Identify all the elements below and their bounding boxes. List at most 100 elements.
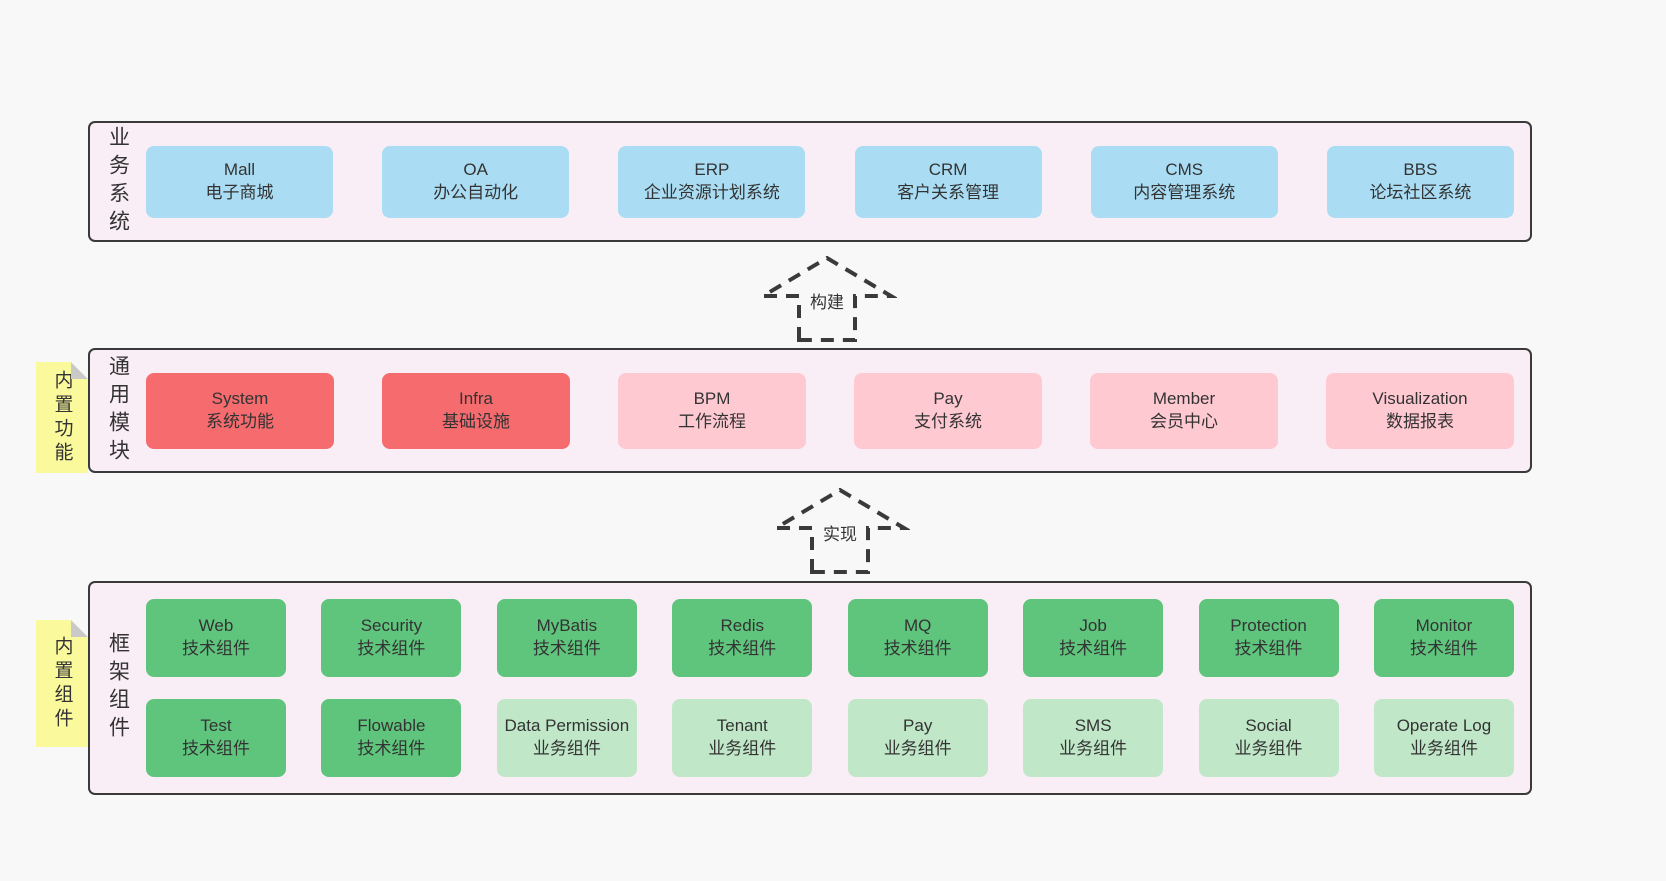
section-label-text: 通用模块 [106, 354, 130, 467]
module-box-system: System 系统功能 [146, 372, 334, 449]
arrow-label-implement: 实现 [820, 518, 860, 547]
module-name-en: CMS [1165, 159, 1204, 179]
module-name-zh: 业务组件 [883, 739, 952, 758]
module-name-zh: 办公自动化 [433, 182, 519, 202]
module-box-data-permission: Data Permission 业务组件 [496, 699, 637, 777]
module-name-en: Infra [458, 388, 494, 408]
module-name-en: BBS [1403, 159, 1438, 179]
module-name-en: Visualization [1372, 388, 1468, 408]
module-box-flowable: Flowable 技术组件 [321, 699, 462, 777]
module-name-en: MyBatis [536, 616, 598, 636]
module-name-zh: 技术组件 [1409, 639, 1478, 658]
module-name-en: OA [463, 159, 488, 179]
module-name-zh: 技术组件 [883, 639, 952, 658]
module-box-pay: Pay 支付系统 [854, 372, 1042, 449]
module-name-zh: 技术组件 [357, 639, 426, 658]
module-name-en: Security [360, 616, 423, 636]
sticky-note-text: 内置组件 [51, 635, 73, 732]
module-box-crm: CRM 客户关系管理 [854, 145, 1042, 218]
module-name-en: Monitor [1415, 616, 1473, 636]
arrow-up-implement: 实现 [770, 488, 910, 574]
section-label-text: 业务系统 [106, 125, 130, 238]
module-name-zh: 客户关系管理 [897, 182, 1000, 202]
module-name-en: Social [1245, 716, 1292, 736]
module-name-zh: 电子商城 [205, 182, 274, 202]
module-name-en: Protection [1230, 616, 1307, 636]
module-name-zh: 论坛社区系统 [1369, 182, 1472, 202]
module-name-en: Member [1152, 388, 1216, 408]
module-box-tenant: Tenant 业务组件 [672, 699, 813, 777]
module-name-en: Redis [720, 616, 764, 636]
module-name-zh: 工作流程 [678, 411, 746, 431]
module-box-erp: ERP 企业资源计划系统 [618, 145, 806, 218]
module-name-en: Data Permission [504, 716, 630, 736]
module-name-en: Pay [903, 716, 933, 736]
module-name-zh: 技术组件 [357, 739, 426, 758]
sticky-note-built-in-features: 内置功能 [36, 362, 88, 473]
module-name-zh: 业务组件 [532, 739, 601, 758]
module-name-en: ERP [694, 159, 730, 179]
module-name-en: MQ [903, 616, 932, 636]
section-label-business-systems: 业务系统 [90, 123, 146, 240]
module-name-en: Test [200, 716, 232, 736]
folded-corner-icon [71, 620, 88, 637]
module-box-infra: Infra 基础设施 [382, 372, 570, 449]
module-name-zh: 技术组件 [182, 739, 250, 758]
dashed-up-arrow-icon [770, 488, 910, 574]
sticky-note-built-in-components: 内置组件 [36, 620, 88, 747]
module-box-mq: MQ 技术组件 [847, 599, 988, 677]
module-row: System 系统功能 Infra 基础设施 BPM 工作流程 Pay 支付系统 Member 会… [146, 372, 1514, 449]
module-name-zh: 业务组件 [708, 739, 777, 758]
module-box-test: Test 技术组件 [146, 699, 286, 777]
module-name-zh: 系统功能 [206, 411, 274, 431]
module-name-zh: 内容管理系统 [1133, 182, 1236, 202]
module-box-cms: CMS 内容管理系统 [1090, 145, 1278, 218]
module-box-visualization: Visualization 数据报表 [1326, 372, 1514, 449]
module-name-zh: 技术组件 [532, 639, 601, 658]
module-box-pay: Pay 业务组件 [847, 699, 988, 777]
module-name-zh: 技术组件 [1234, 639, 1303, 658]
module-name-zh: 支付系统 [914, 411, 982, 431]
module-name-zh: 基础设施 [442, 411, 510, 431]
arrow-label-build: 构建 [807, 286, 847, 315]
module-box-monitor: Monitor 技术组件 [1373, 599, 1514, 677]
module-box-protection: Protection 技术组件 [1198, 599, 1339, 677]
module-name-zh: 数据报表 [1386, 411, 1454, 431]
module-name-en: Web [198, 616, 234, 636]
module-box-security: Security 技术组件 [321, 599, 462, 677]
module-name-en: SMS [1074, 716, 1112, 736]
sticky-note-text: 内置功能 [51, 369, 73, 466]
module-box-oa: OA 办公自动化 [382, 145, 570, 218]
module-name-en: Pay [933, 388, 963, 408]
module-name-en: Flowable [357, 716, 426, 736]
module-name-en: CRM [928, 159, 968, 179]
section-common-modules: 通用模块 System 系统功能 Infra 基础设施 BPM 工作流程 Pay 支付系统 Me… [88, 348, 1532, 473]
dashed-up-arrow-icon [757, 256, 897, 342]
module-name-en: BPM [693, 388, 731, 408]
module-box-social: Social 业务组件 [1198, 699, 1339, 777]
module-name-zh: 技术组件 [1059, 639, 1128, 658]
module-name-en: Tenant [716, 716, 768, 736]
module-name-zh: 业务组件 [1234, 739, 1303, 758]
module-box-bbs: BBS 论坛社区系统 [1326, 145, 1514, 218]
module-name-en: System [211, 388, 269, 408]
section-rows: System 系统功能 Infra 基础设施 BPM 工作流程 Pay 支付系统 Member 会… [146, 350, 1530, 471]
module-name-zh: 企业资源计划系统 [643, 182, 780, 202]
folded-corner-icon [71, 362, 88, 379]
module-name-zh: 会员中心 [1150, 411, 1218, 431]
module-box-bpm: BPM 工作流程 [618, 372, 806, 449]
section-label-common-modules: 通用模块 [90, 350, 146, 471]
module-name-zh: 业务组件 [1409, 739, 1478, 758]
